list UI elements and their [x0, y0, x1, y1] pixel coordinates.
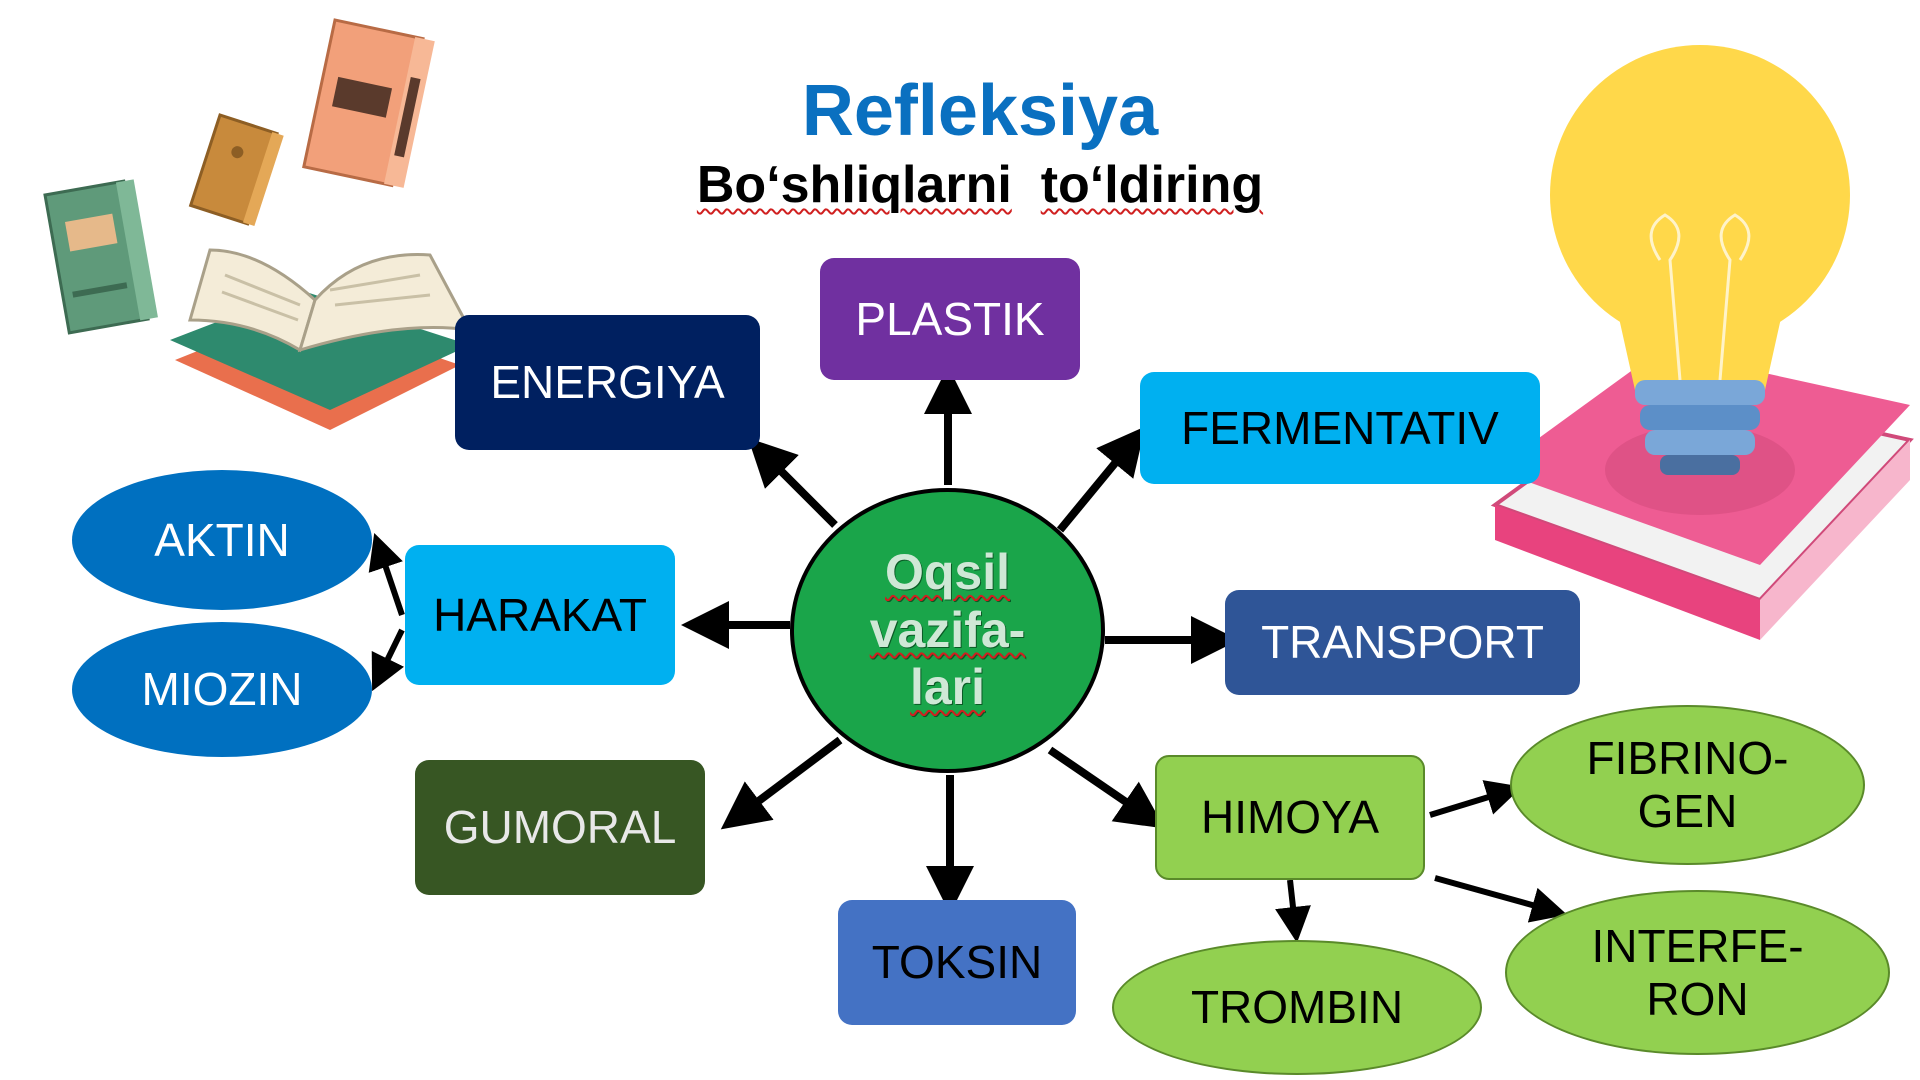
node-harakat: HARAKAT [405, 545, 675, 685]
fibrinogen-line-1: FIBRINO- [1586, 732, 1789, 785]
arrow-aktin [368, 532, 405, 616]
arrow-fermentativ [1056, 426, 1146, 533]
orange-book-icon [302, 18, 435, 188]
node-himoya: HIMOYA [1155, 755, 1425, 880]
page-subtitle: Bo‘shliqlarni to‘ldiring [20, 155, 1920, 215]
arrow-fibrinogen [1429, 780, 1523, 818]
books-stack-icon [43, 18, 473, 430]
page-title: Refleksiya [801, 71, 1159, 151]
node-fermentativ: FERMENTATIV [1140, 372, 1540, 484]
node-energiya: ENERGIYA [455, 315, 760, 450]
node-trombin: TROMBIN [1112, 940, 1482, 1075]
center-node: Oqsil vazifa- lari [790, 488, 1105, 773]
arrow-himoya [1047, 746, 1165, 829]
open-book-icon [170, 248, 473, 430]
node-miozin: MIOZIN [72, 622, 372, 757]
node-fibrinogen: FIBRINO- GEN [1510, 705, 1865, 865]
node-transport: TRANSPORT [1225, 590, 1580, 695]
green-book-icon [43, 179, 158, 335]
node-toksin: TOKSIN [838, 900, 1076, 1025]
node-aktin: AKTIN [72, 470, 372, 610]
node-interferon: INTERFE- RON [1505, 890, 1890, 1055]
node-plastik: PLASTIK [820, 258, 1080, 380]
arrow-energiya [748, 438, 838, 528]
subtitle-word-2: to‘ldiring [1040, 156, 1264, 214]
brown-book-icon [188, 113, 284, 227]
interferon-line-2: RON [1646, 972, 1749, 1025]
center-line-1: Oqsil [884, 544, 1011, 601]
center-line-2: vazifa- [869, 601, 1026, 658]
arrow-trombin [1275, 879, 1311, 943]
subtitle-word-1: Bo‘shliqlarni [696, 156, 1012, 214]
fibrinogen-line-2: GEN [1637, 785, 1738, 837]
interferon-line-1: INTERFE- [1591, 919, 1804, 972]
center-line-3: lari [909, 659, 986, 716]
arrow-gumoral [720, 736, 843, 830]
arrow-interferon [1434, 875, 1568, 923]
arrow-miozin [371, 628, 405, 692]
node-gumoral: GUMORAL [415, 760, 705, 895]
